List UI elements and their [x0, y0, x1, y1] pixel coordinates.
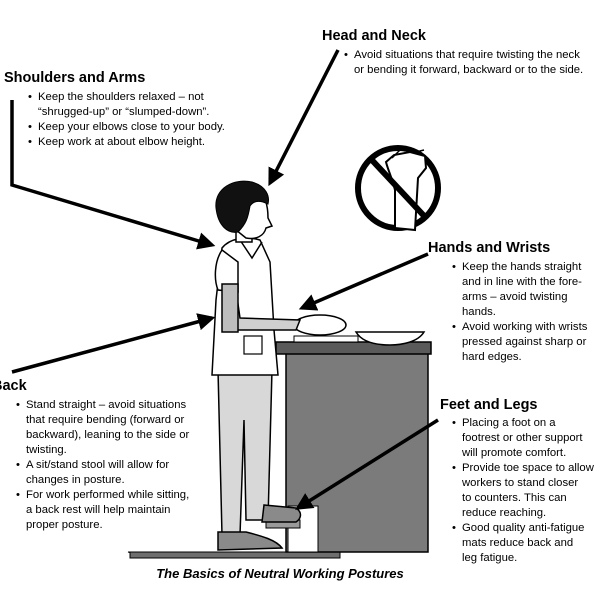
feet-legs-title: Feet and Legs: [440, 397, 538, 413]
hands-wrists-title: Hands and Wrists: [428, 240, 551, 256]
shoulders-arms-bullet: Keep your elbows close to your body.: [28, 120, 225, 135]
head-neck-bullet: Avoid situations that require twisting t…: [344, 48, 583, 78]
shoulders-arms-list: Keep the shoulders relaxed – not “shrugg…: [28, 90, 225, 150]
back-list: Stand straight – avoid situations that r…: [16, 398, 189, 533]
bowl: [354, 331, 426, 346]
hands-wrists-bullet: Keep the hands straight and in line with…: [452, 260, 587, 320]
work-counter: [265, 341, 432, 553]
head-neck-title: Head and Neck: [322, 28, 426, 44]
hands-wrists-bullet: Avoid working with wrists pressed agains…: [452, 320, 587, 365]
back-arrow: [11, 313, 216, 374]
no-bent-wrist-icon: [355, 145, 441, 232]
back-bullet: For work performed while sitting, a back…: [16, 488, 189, 533]
cutting-board: [293, 335, 359, 343]
back-title: Back: [0, 378, 27, 394]
back-bullet: A sit/stand stool will allow for changes…: [16, 458, 189, 488]
head-neck-list: Avoid situations that require twisting t…: [344, 48, 583, 78]
hands-wrists-list: Keep the hands straight and in line with…: [452, 260, 587, 365]
back-bullet: Stand straight – avoid situations that r…: [16, 398, 189, 458]
feet-legs-bullet: Good quality anti-fatigue mats reduce ba…: [452, 521, 594, 566]
plate: [293, 314, 347, 336]
head-neck-arrow: [268, 49, 340, 187]
shoulders-arms-bullet: Keep the shoulders relaxed – not “shrugg…: [28, 90, 225, 120]
shoulders-arms-bullet: Keep work at about elbow height.: [28, 135, 225, 150]
feet-legs-list: Placing a foot on a footrest or other su…: [452, 416, 594, 566]
figure-caption: The Basics of Neutral Working Postures: [156, 566, 404, 581]
feet-legs-bullet: Placing a foot on a footrest or other su…: [452, 416, 594, 461]
worker-figure: [211, 180, 302, 551]
shoulders-arms-title: Shoulders and Arms: [4, 70, 146, 86]
shoulders-arrow: [10, 100, 216, 250]
hands-wrists-arrow: [298, 252, 429, 311]
feet-legs-bullet: Provide toe space to allow workers to st…: [452, 461, 594, 521]
feet-legs-arrow: [295, 418, 439, 510]
